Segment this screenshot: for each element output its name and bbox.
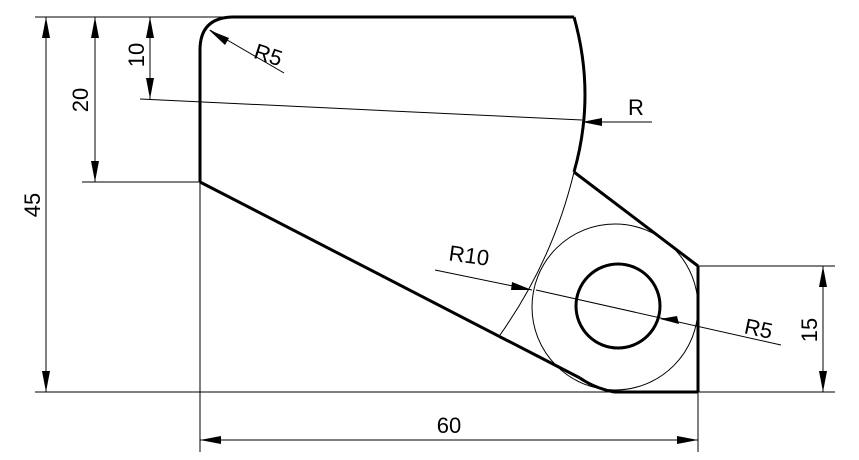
dimension-r5-hole: R5 [535, 289, 782, 346]
outline-right-arc [572, 16, 587, 173]
dimension-15: 15 [797, 266, 827, 392]
dimension-label-60: 60 [437, 413, 461, 438]
dimension-label-r5-corner: R5 [251, 39, 285, 71]
arrowhead-10-top [146, 17, 154, 38]
outline-upper-right-edge [573, 170, 699, 268]
arrowhead-20-bottom [91, 161, 99, 182]
dimension-label-r-arc: R [628, 95, 644, 120]
arrowhead-15-bottom [819, 371, 827, 392]
outline-left-edge [198, 15, 233, 182]
arrowhead-r10 [511, 282, 532, 290]
arrowhead-r5-hole [660, 316, 679, 324]
arrowhead-45-bottom [42, 371, 50, 392]
dimension-label-15: 15 [797, 318, 822, 342]
dimension-r5-corner: R5 [209, 29, 286, 74]
outline-sloped-edge [199, 180, 581, 380]
dimension-label-10: 10 [124, 43, 149, 67]
dimension-45: 45 [20, 17, 50, 392]
dimension-r10: R10 [434, 240, 533, 291]
arrowhead-10-bottom [146, 78, 154, 99]
leader-line-10 [139, 98, 583, 121]
leader-line-r5-hole [535, 289, 782, 346]
arrowhead-r-arc [582, 118, 602, 126]
arrowhead-60-left [200, 436, 221, 444]
extension-lines [35, 16, 835, 452]
dimension-60: 60 [200, 413, 698, 444]
dimension-10: 10 [124, 17, 583, 121]
construction-arc-r [499, 171, 575, 336]
arrowhead-45-top [42, 17, 50, 38]
arrowhead-r5-corner [209, 30, 229, 45]
arrowhead-15-top [819, 266, 827, 287]
part-outline [198, 15, 700, 394]
hole-circle [574, 262, 662, 350]
arrowhead-60-right [677, 436, 698, 444]
dimension-label-r10: R10 [447, 240, 490, 270]
dimension-label-45: 45 [20, 193, 45, 217]
arrowhead-20-top [91, 17, 99, 38]
dimension-label-20: 20 [68, 88, 93, 112]
dimension-label-r5-hole: R5 [742, 314, 775, 344]
dimension-r-arc: R [582, 95, 652, 126]
dimension-20: 20 [68, 17, 99, 182]
construction-circle-r10 [531, 223, 699, 391]
outline-bottom-round [579, 376, 615, 394]
